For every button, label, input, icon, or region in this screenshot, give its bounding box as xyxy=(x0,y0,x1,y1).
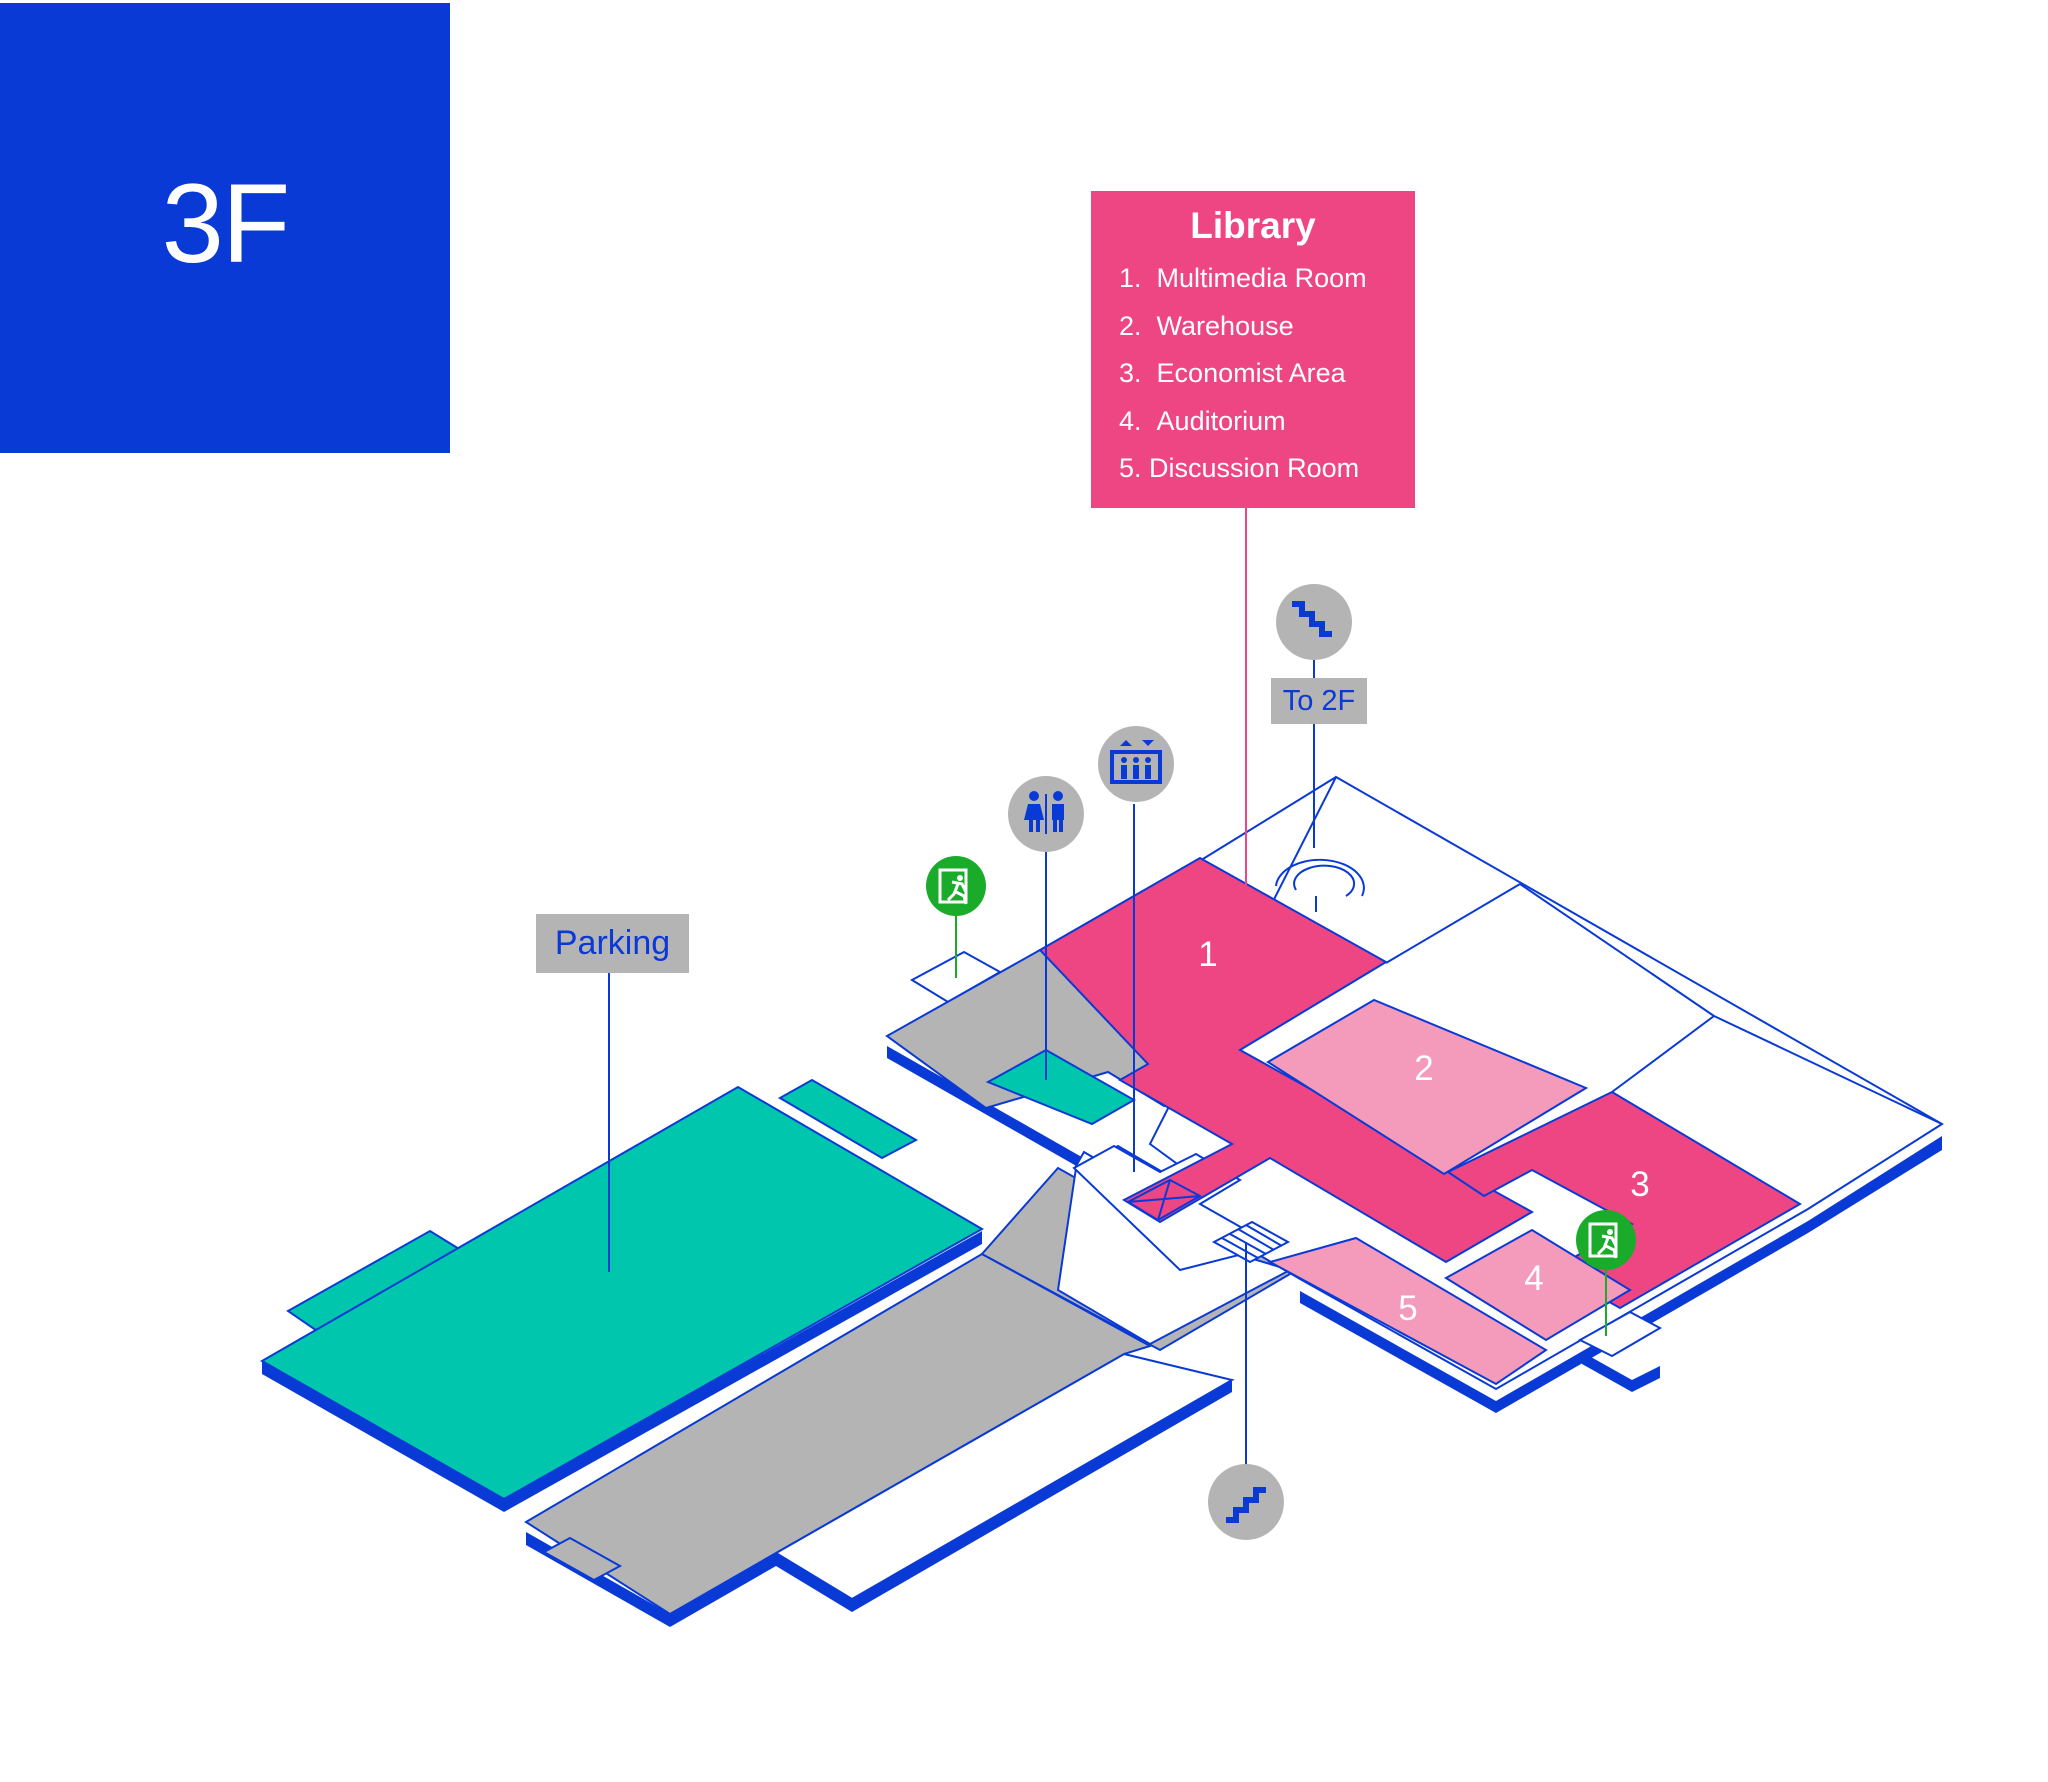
restroom-icon[interactable] xyxy=(1008,776,1084,852)
legend-item: 4. Auditorium xyxy=(1119,405,1286,436)
room-1-multimedia[interactable] xyxy=(1038,856,1535,1264)
room-number-4: 4 xyxy=(1524,1259,1543,1298)
emergency-exit-icon[interactable] xyxy=(926,856,986,916)
room-number-2: 2 xyxy=(1414,1049,1433,1088)
legend-list: 1. Multimedia Room 2. Warehouse 3. Econo… xyxy=(1091,255,1415,493)
corridor-tab xyxy=(541,1536,623,1582)
room-number-3: 3 xyxy=(1630,1165,1649,1204)
elevator-icon[interactable] xyxy=(1098,726,1174,802)
spiral-stair-mark xyxy=(1275,858,1365,912)
parking-label[interactable]: Parking xyxy=(536,914,689,973)
legend-item: 1. Multimedia Room xyxy=(1119,263,1367,293)
legend-item: 3. Economist Area xyxy=(1119,358,1346,388)
to-2f-label[interactable]: To 2F xyxy=(1271,678,1367,724)
emergency-exit-icon[interactable] xyxy=(1576,1210,1636,1270)
legend-item: 2. Warehouse xyxy=(1119,310,1294,341)
parking-wing-right xyxy=(777,1078,919,1160)
library-legend: Library 1. Multimedia Room 2. Warehouse … xyxy=(1091,191,1415,508)
floor-label: 3F xyxy=(161,160,291,286)
to-2f-label-text: To 2F xyxy=(1282,684,1356,717)
room-5-discussion[interactable] xyxy=(1267,1236,1548,1386)
room-number-5: 5 xyxy=(1398,1289,1417,1328)
legend-title: Library xyxy=(1190,205,1316,246)
floor-badge: 3F xyxy=(0,3,450,453)
leader-lines xyxy=(608,508,1607,1466)
room-2-warehouse[interactable] xyxy=(1266,998,1589,1176)
stairs-down-icon[interactable] xyxy=(1276,584,1352,660)
room-number-1: 1 xyxy=(1198,935,1217,974)
parking-deck xyxy=(259,1085,985,1501)
stairs-up-icon[interactable] xyxy=(1208,1464,1284,1540)
library-rooms xyxy=(1038,856,1802,1386)
room-numbers: 1 2 3 4 5 xyxy=(1198,935,1649,1328)
room-4-auditorium[interactable] xyxy=(1444,1228,1632,1342)
parking-label-text: Parking xyxy=(554,924,671,962)
legend-item: 5. Discussion Room xyxy=(1119,453,1360,483)
exit-pad-right xyxy=(1577,1310,1663,1358)
parking-area[interactable] xyxy=(259,1078,985,1501)
stair-mark xyxy=(1211,1220,1291,1264)
elevator-shaft xyxy=(1125,1178,1203,1222)
building-edges xyxy=(262,1046,1942,1627)
